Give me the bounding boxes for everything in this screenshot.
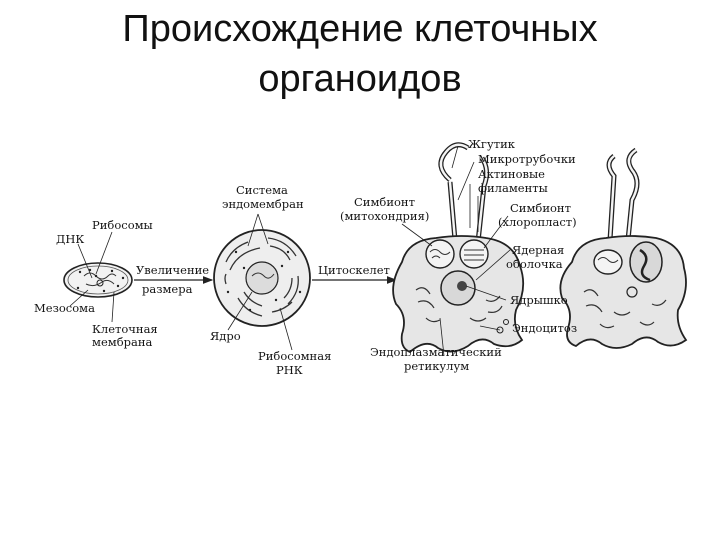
- label-cytoskeleton: Цитоскелет: [318, 263, 390, 277]
- label-nucleolus: Ядрышко: [510, 293, 568, 307]
- cell-with-endomembranes: [213, 229, 311, 327]
- label-dna: ДНК: [56, 232, 84, 246]
- label-microtubules: Микротрубочки: [478, 152, 576, 166]
- label-actin-2: филаменты: [478, 181, 548, 195]
- label-ribosomal-rna-1: Рибосомная: [258, 349, 331, 363]
- slide-title-line-2: органоидов: [258, 58, 462, 100]
- slide-title-line-1: Происхождение клеточных: [122, 8, 598, 50]
- label-cell-membrane-2: мембрана: [92, 335, 153, 349]
- mitochondrion-shape: [425, 239, 455, 269]
- label-symbiont-chloro-2: (хлоропласт): [498, 215, 577, 229]
- chloroplast-shape: [459, 239, 489, 269]
- label-endomembrane-2: эндомембран: [222, 197, 304, 211]
- eukaryote-cell-stage-4: [559, 147, 688, 349]
- label-size-increase-1: Увеличение: [136, 263, 209, 277]
- label-flagellum: Жгутик: [468, 137, 516, 151]
- diagram-labels: Рибосомы ДНК Мезосома Клеточная мембрана…: [34, 137, 577, 377]
- prokaryote-cell: [63, 262, 133, 298]
- label-ribosomal-rna-2: РНК: [276, 363, 303, 377]
- label-actin-1: Актиновые: [478, 167, 545, 181]
- label-er-2: ретикулум: [404, 359, 469, 373]
- slide-title: Происхождение клеточных органоидов: [0, 4, 720, 104]
- label-size-increase-2: размера: [142, 282, 193, 296]
- eukaryote-cell-stage-3: [392, 142, 525, 354]
- label-nuclear-envelope-1: Ядерная: [512, 243, 564, 257]
- label-er-1: Эндоплазматический: [370, 345, 502, 359]
- label-symbiont-mito-1: Симбионт: [354, 195, 415, 209]
- leader-lines: [69, 145, 511, 357]
- label-endomembrane-1: Система: [236, 183, 288, 197]
- label-endocytosis: Эндоцитоз: [512, 321, 577, 335]
- label-nucleus: Ядро: [210, 329, 241, 343]
- label-mesosome: Мезосома: [34, 301, 95, 315]
- label-symbiont-chloro-1: Симбионт: [510, 201, 571, 215]
- label-ribosomes: Рибосомы: [92, 218, 153, 232]
- label-cell-membrane-1: Клеточная: [92, 322, 158, 336]
- label-symbiont-mito-2: (митохондрия): [340, 209, 429, 223]
- label-nuclear-envelope-2: оболочка: [506, 257, 563, 271]
